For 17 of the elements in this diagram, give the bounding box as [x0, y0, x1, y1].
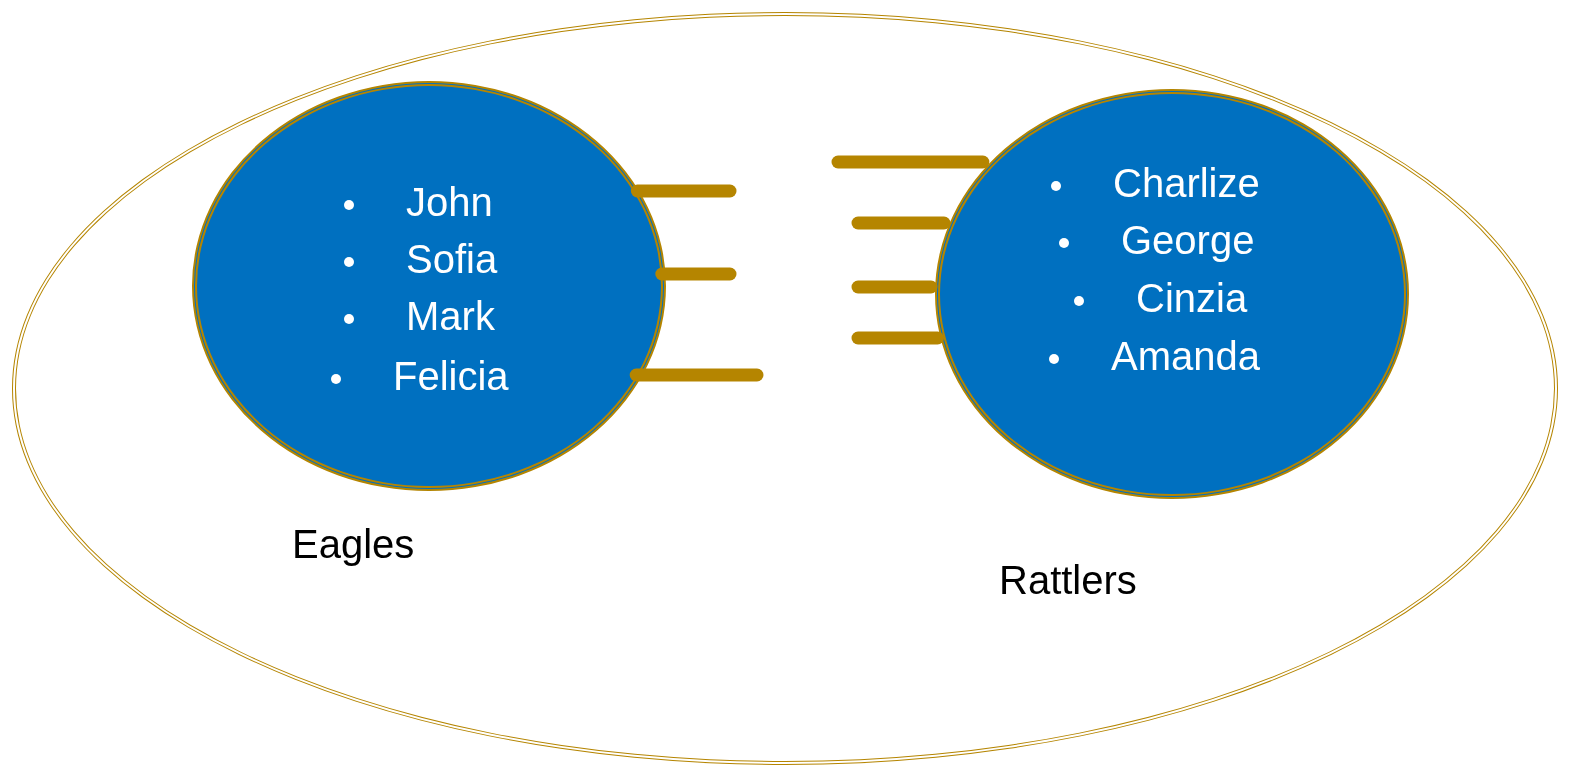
list-item: Charlize [1113, 160, 1260, 206]
connector-bar [630, 184, 737, 198]
list-item: Mark [406, 293, 495, 339]
connector-bar [831, 155, 990, 169]
connector-bar [851, 331, 945, 345]
connector-bar [851, 216, 951, 230]
list-item: Cinzia [1136, 275, 1248, 321]
list-item: Sofia [406, 236, 498, 282]
list-item: Felicia [393, 353, 509, 399]
connector-bar [655, 267, 737, 281]
group-label: Eagles [292, 522, 415, 567]
connector-bar [629, 368, 764, 382]
list-item: George [1121, 217, 1255, 263]
list-item: John [406, 179, 493, 225]
list-item: Amanda [1111, 333, 1260, 379]
connector-bar [851, 280, 938, 294]
group-label: Rattlers [999, 558, 1137, 603]
